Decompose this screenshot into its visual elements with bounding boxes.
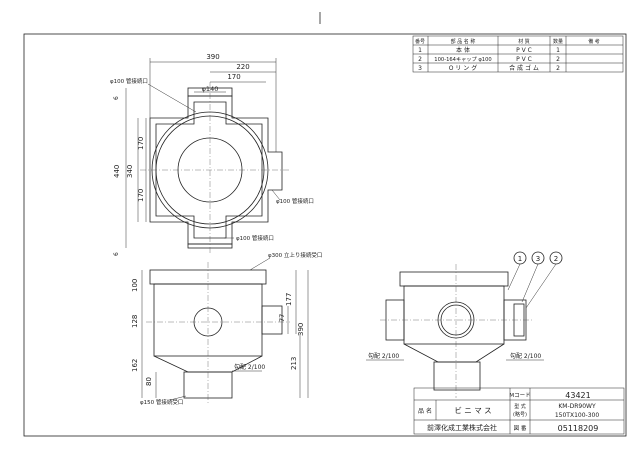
model-label-1: 型 式	[514, 403, 526, 410]
name-value: ビ ニ マ ス	[454, 406, 491, 415]
table-cell: 3	[418, 65, 422, 72]
dim-170a: 170	[137, 137, 145, 150]
front-view: φ300 立上り接続受口 100 128 162 80 177 77 390 2…	[131, 251, 322, 406]
table-cell: 1	[418, 47, 422, 54]
dim-440: 440	[113, 165, 121, 178]
table-cell: 2	[556, 65, 560, 72]
balloon-1: 1	[518, 255, 522, 263]
model-value-2: 150TX100-300	[555, 412, 599, 419]
mcode-value: 43421	[565, 391, 590, 400]
dim-170: 170	[227, 73, 240, 81]
table-cell: P V C	[516, 56, 532, 63]
table-header-qty: 数量	[553, 38, 563, 45]
label-inlet-bottom: φ100 管接続口	[236, 234, 274, 242]
dim-162: 162	[131, 359, 139, 372]
dim-80: 80	[145, 377, 153, 386]
slope-label-left: 勾配 2/100	[368, 352, 399, 360]
balloon-3: 3	[536, 255, 540, 263]
table-header-material: 材 質	[518, 38, 530, 45]
slope-label-right: 勾配 2/100	[510, 352, 541, 360]
dim-6b: 6	[113, 252, 120, 256]
model-value-1: KM-DR90WY	[558, 403, 596, 410]
table-cell: O リ ン グ	[449, 64, 477, 72]
dim-77: 77	[278, 314, 286, 322]
label-inlet-right: φ100 管接続口	[276, 197, 314, 205]
slope-label-front: 勾配 2/100	[234, 363, 265, 371]
table-cell: 100-164キャップ φ100	[434, 56, 491, 63]
dim-220: 220	[236, 63, 249, 71]
dim-128: 128	[131, 315, 139, 328]
top-view: 390 220 170 φ140 φ100 管接続口 φ100 管接続口 φ10…	[110, 53, 314, 256]
table-cell: 2	[556, 56, 560, 63]
balloon-2: 2	[554, 255, 558, 263]
table-cell: 本 体	[456, 46, 470, 54]
table-cell: 1	[556, 47, 560, 54]
dim-340: 340	[126, 165, 134, 178]
parts-table: 番号 部 品 名 称 材 質 数量 備 考 1 本 体 P V C 1 2 10…	[412, 35, 624, 73]
dim-390: 390	[206, 53, 219, 61]
table-header-no: 番号	[415, 38, 425, 45]
dim-6a: 6	[113, 96, 120, 100]
table-cell: 2	[418, 56, 422, 63]
label-riser-socket: φ300 立上り接続受口	[268, 251, 322, 259]
table-cell: P V C	[516, 47, 532, 54]
dim-177: 177	[285, 293, 293, 306]
drawing-frame	[23, 33, 627, 437]
dim-213: 213	[290, 357, 298, 370]
company-name: 前澤化成工業株式会社	[427, 423, 497, 432]
side-view: 1 3 2 勾配 2/100 勾配 2/100	[366, 251, 563, 398]
dim-390v: 390	[297, 323, 305, 336]
table-cell: 合 成 ゴ ム	[509, 64, 539, 72]
table-header-name: 部 品 名 称	[451, 38, 476, 45]
name-label: 品 名	[418, 407, 432, 415]
dim-170b: 170	[137, 189, 145, 202]
dim-100: 100	[131, 279, 139, 292]
table-header-remarks: 備 考	[588, 38, 600, 45]
label-outlet: φ150 管接続受口	[140, 398, 183, 406]
drawing-no-label: 図 番	[514, 425, 527, 432]
drawing-no-value: 05118209	[558, 424, 599, 433]
label-inlet-top: φ100 管接続口	[110, 77, 148, 85]
model-label-2: (略号)	[513, 411, 527, 418]
mcode-label: Mコード	[509, 392, 530, 399]
dim-phi140: φ140	[202, 85, 219, 93]
title-block: Mコード 43421 品 名 ビ ニ マ ス 型 式 (略号) KM-DR90W…	[413, 387, 625, 435]
